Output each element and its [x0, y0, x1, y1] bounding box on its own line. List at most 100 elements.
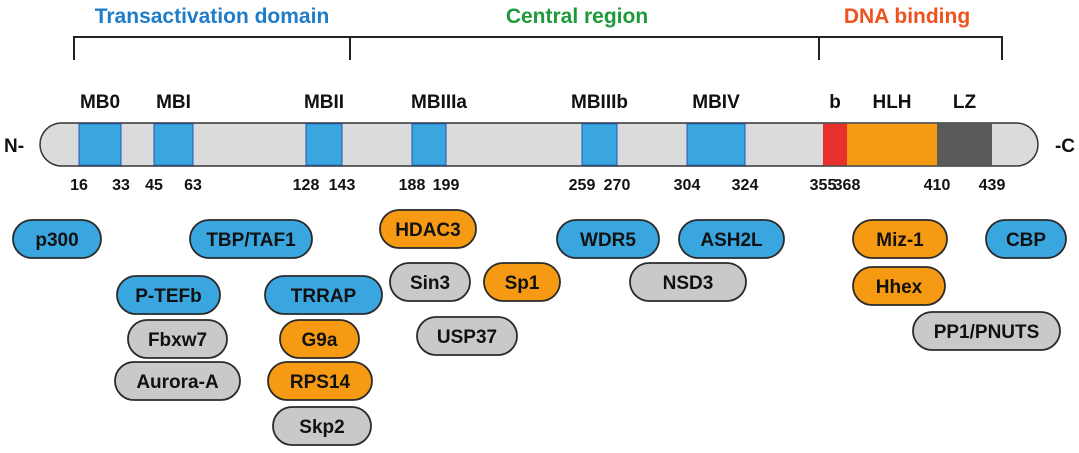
- partner-nsd3: NSD3: [629, 262, 747, 302]
- partner-label: Miz-1: [876, 230, 924, 251]
- domain-bracket: [73, 36, 1003, 60]
- motif-label: MBI: [156, 92, 191, 113]
- partner-label: RPS14: [290, 372, 351, 393]
- residue-position-label: 45: [145, 177, 163, 194]
- motif-mbii: [305, 123, 343, 166]
- motif-mb0: [78, 123, 122, 166]
- partner-label: HDAC3: [395, 220, 460, 241]
- partner-label: USP37: [437, 327, 497, 348]
- partner-trrap: TRRAP: [264, 275, 383, 315]
- motif-hlh: [847, 123, 937, 166]
- partner-rps14: RPS14: [267, 361, 373, 401]
- partner-usp37: USP37: [416, 316, 518, 356]
- partner-sin3: Sin3: [389, 262, 471, 302]
- partner-pill: [116, 275, 221, 315]
- partner-pill: [556, 219, 660, 259]
- partner-label: Sin3: [410, 273, 450, 294]
- motif-label: MBIIIa: [411, 92, 467, 113]
- protein-backbone: [39, 122, 1039, 167]
- partner-skp2: Skp2: [272, 406, 372, 446]
- partner-label: Fbxw7: [148, 330, 207, 351]
- partner-pill: [272, 406, 372, 446]
- motif-mbiiib: [581, 123, 618, 166]
- partner-label: ASH2L: [700, 230, 763, 251]
- partner-pill: [264, 275, 383, 315]
- partner-pill: [985, 219, 1067, 259]
- partner-label: G9a: [302, 330, 338, 351]
- partner-label: Skp2: [299, 417, 344, 438]
- motif-label: b: [829, 92, 841, 113]
- motif-label: MBII: [304, 92, 344, 113]
- partner-label: Aurora-A: [136, 372, 219, 393]
- partner-label: P-TEFb: [135, 286, 202, 307]
- partner-label: TRRAP: [291, 286, 357, 307]
- partner-fbxw7: Fbxw7: [127, 319, 228, 359]
- partner-label: WDR5: [580, 230, 636, 251]
- residue-position-label: 410: [924, 177, 951, 194]
- partner-pill: [12, 219, 102, 259]
- partner-sp1: Sp1: [483, 262, 561, 302]
- motif-mbiv: [686, 123, 746, 166]
- partner-tbp-taf1: TBP/TAF1: [189, 219, 313, 259]
- partner-label: CBP: [1006, 230, 1046, 251]
- partner-label: p300: [35, 230, 78, 251]
- partner-label: TBP/TAF1: [206, 230, 296, 251]
- partner-pill: [389, 262, 471, 302]
- partner-aurora-a: Aurora-A: [114, 361, 241, 401]
- partner-hhex: Hhex: [852, 266, 946, 306]
- c-terminus-label: -C: [1055, 136, 1075, 157]
- partner-hdac3: HDAC3: [379, 209, 477, 249]
- residue-position-label: 143: [329, 177, 356, 194]
- partner-ash2l: ASH2L: [678, 219, 785, 259]
- partner-pill: [189, 219, 313, 259]
- motif-label: LZ: [953, 92, 977, 113]
- motif-label: HLH: [872, 92, 911, 113]
- residue-position-label: 16: [70, 177, 88, 194]
- partner-pill: [678, 219, 785, 259]
- residue-position-label: 199: [433, 177, 460, 194]
- partner-pill: [912, 311, 1061, 351]
- partner-label: NSD3: [663, 273, 714, 294]
- partner-pill: [127, 319, 228, 359]
- domain-label: Transactivation domain: [95, 5, 330, 28]
- motif-lz: [937, 123, 992, 166]
- residue-position-label: 33: [112, 177, 130, 194]
- residue-position-label: 63: [184, 177, 202, 194]
- motif-b: [823, 123, 847, 166]
- partner-pill: [379, 209, 477, 249]
- partner-pill: [267, 361, 373, 401]
- motif-label: MBIV: [692, 92, 740, 113]
- residue-position-label: 368: [834, 177, 861, 194]
- residue-position-label: 128: [293, 177, 320, 194]
- partner-pill: [629, 262, 747, 302]
- partner-pill: [279, 319, 360, 359]
- residue-position-label: 355: [810, 177, 837, 194]
- residue-position-label: 188: [399, 177, 426, 194]
- residue-position-label: 270: [604, 177, 631, 194]
- partner-p300: p300: [12, 219, 102, 259]
- partner-pill: [852, 266, 946, 306]
- partner-label: Hhex: [876, 277, 923, 298]
- motif-mbiiia: [411, 123, 447, 166]
- domain-label: Central region: [506, 5, 648, 28]
- residue-position-label: 324: [732, 177, 759, 194]
- n-terminus-label: N-: [4, 136, 24, 157]
- partner-pill: [416, 316, 518, 356]
- partner-pill: [852, 219, 948, 259]
- motif-label: MBIIIb: [571, 92, 628, 113]
- partner-pp1-pnuts: PP1/PNUTS: [912, 311, 1061, 351]
- residue-position-label: 304: [674, 177, 701, 194]
- partner-wdr5: WDR5: [556, 219, 660, 259]
- motif-label: MB0: [80, 92, 120, 113]
- partner-label: PP1/PNUTS: [934, 322, 1040, 343]
- residue-position-label: 259: [569, 177, 596, 194]
- partner-pill: [114, 361, 241, 401]
- residue-position-label: 439: [979, 177, 1006, 194]
- partner-p-tefb: P-TEFb: [116, 275, 221, 315]
- partner-g9a: G9a: [279, 319, 360, 359]
- partner-cbp: CBP: [985, 219, 1067, 259]
- motif-mbi: [153, 123, 194, 166]
- partner-label: Sp1: [505, 273, 540, 294]
- domain-label: DNA binding: [844, 5, 970, 28]
